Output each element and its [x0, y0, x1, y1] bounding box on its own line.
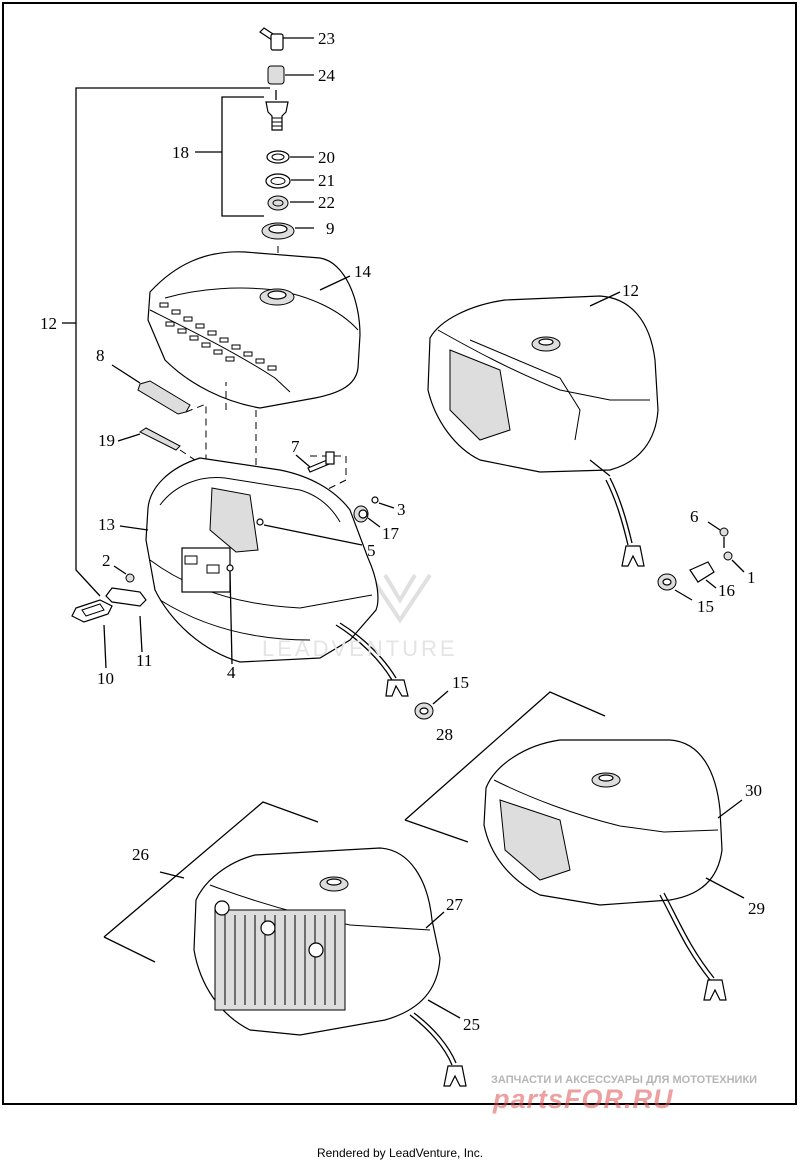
callout-10: 10 [97, 669, 114, 688]
screw-part-3 [371, 496, 395, 509]
washer-part-4 [226, 564, 234, 665]
callout-25: 25 [463, 1015, 480, 1034]
bracket-28 [404, 691, 606, 821]
callout-28: 28 [436, 725, 453, 744]
washer-part-22 [267, 195, 314, 211]
callout-20: 20 [318, 148, 335, 167]
screw-part-5 [256, 518, 363, 546]
lid-part-14 [147, 251, 361, 409]
callout-2: 2 [102, 551, 111, 570]
bolt-part-7 [295, 451, 335, 473]
washer-part-21 [265, 173, 314, 189]
callout-29: 29 [748, 899, 765, 918]
callout-6: 6 [690, 507, 699, 526]
callout-12-right: 12 [622, 281, 639, 300]
assembly-part-26 [193, 847, 467, 1087]
bracket-18 [221, 96, 264, 217]
bezel-part-9 [261, 222, 314, 240]
washer-part-20 [266, 150, 314, 164]
lock-cylinder-part-18 [265, 90, 289, 131]
callout-24: 24 [318, 66, 336, 85]
screw-part-2 [113, 565, 135, 583]
plate-part-11 [105, 587, 147, 653]
bushing-part-17 [353, 505, 381, 528]
callout-30: 30 [745, 781, 762, 800]
strap-part-19 [117, 427, 181, 451]
callout-labels: 23 24 18 20 21 22 9 14 12 12 8 19 7 3 13… [40, 29, 765, 1034]
assembly-part-28 [483, 739, 745, 1001]
callout-17: 17 [382, 524, 400, 543]
callout-8: 8 [96, 346, 105, 365]
callout-21: 21 [318, 171, 335, 190]
assembly-part-12 [427, 291, 659, 567]
callout-4: 4 [227, 663, 236, 682]
case-body-part-13 [119, 457, 379, 663]
callout-15-lower: 15 [452, 673, 469, 692]
callout-5: 5 [367, 541, 376, 560]
callout-7: 7 [291, 437, 300, 456]
shop-logo: partsFOR.RU [493, 1084, 674, 1114]
callout-3: 3 [397, 500, 406, 519]
callout-11: 11 [136, 651, 152, 670]
shop-tagline: ЗАПЧАСТИ И АКСЕССУАРЫ ДЛЯ МОТОТЕХНИКИ [491, 1074, 758, 1086]
callout-19: 19 [98, 431, 115, 450]
screw-part-6 [707, 521, 729, 548]
watermark-brand: LEADVENTURE [262, 636, 458, 661]
callout-26: 26 [132, 845, 149, 864]
callout-15-upper: 15 [697, 597, 714, 616]
grommet-part-15-upper [657, 573, 693, 601]
bracket-26 [103, 801, 319, 938]
bracket-12-left [75, 87, 270, 597]
callout-16: 16 [718, 581, 735, 600]
callout-22: 22 [318, 193, 335, 212]
callout-18: 18 [172, 143, 189, 162]
callout-1: 1 [747, 568, 756, 587]
callout-27: 27 [446, 895, 464, 914]
gasket-part-10 [71, 599, 113, 669]
callout-9: 9 [326, 219, 335, 238]
lock-cap-part-24 [267, 65, 314, 85]
clip-part-16 [689, 561, 717, 589]
key-part-23 [259, 27, 314, 51]
callout-14: 14 [354, 262, 372, 281]
callout-13: 13 [98, 515, 115, 534]
grommet-part-15-lower [414, 690, 449, 720]
footer-credit: Rendered by LeadVenture, Inc. [316, 1146, 484, 1160]
callout-23: 23 [318, 29, 335, 48]
ground-cable-case-13 [335, 622, 409, 697]
watermark-logo-icon [368, 573, 432, 624]
screw-part-1 [723, 551, 745, 573]
callout-12-left: 12 [40, 314, 57, 333]
